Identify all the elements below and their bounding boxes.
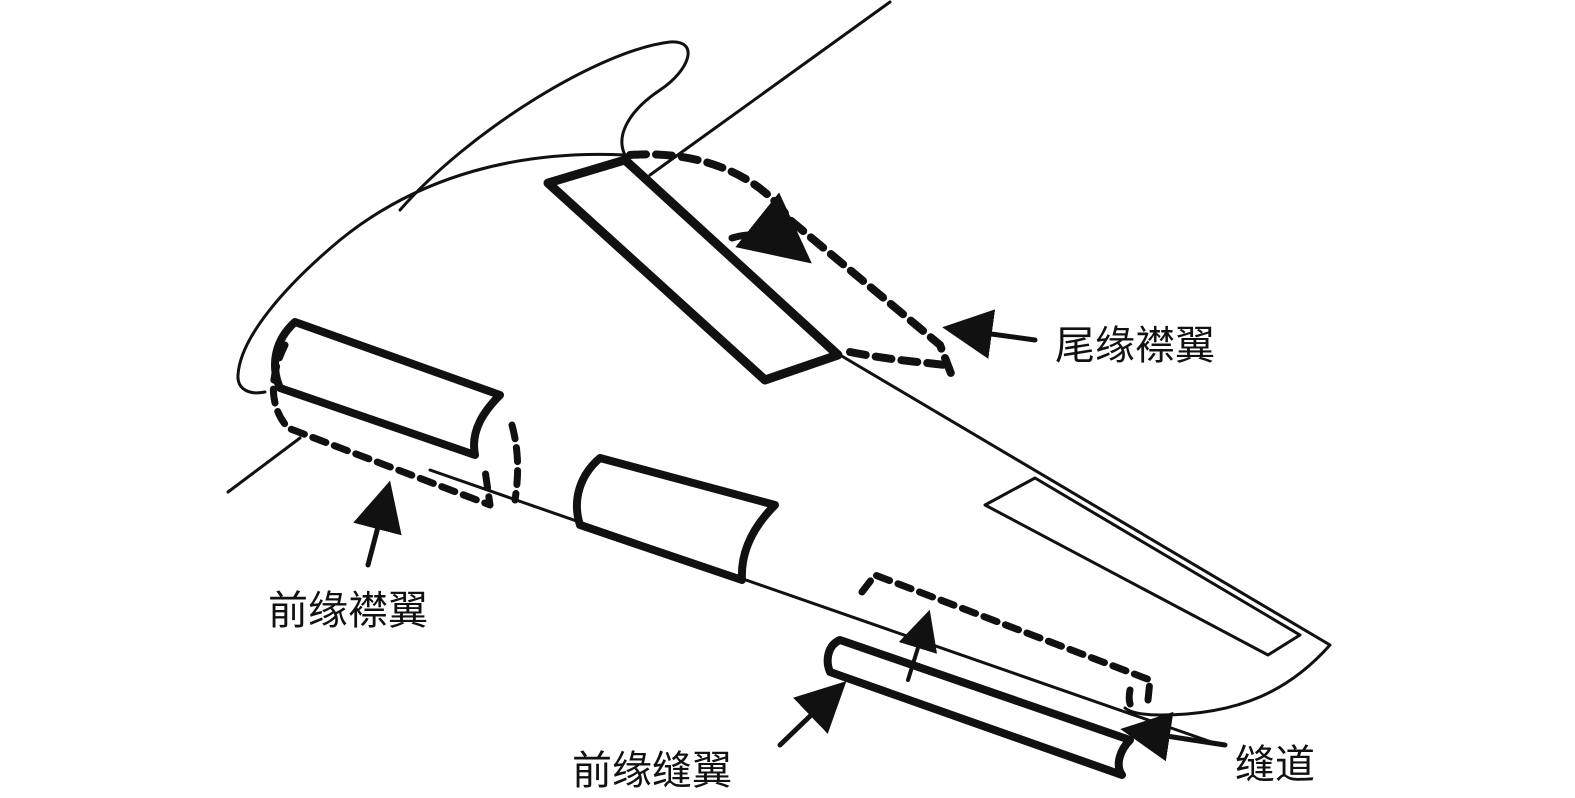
trailing-edge-flap-deflected: [626, 150, 956, 380]
label-trailing-edge-flap: 尾缘襟翼: [1055, 323, 1215, 369]
label-leading-edge-flap: 前缘襟翼: [268, 588, 428, 634]
leading-edge-slat-deployed: [858, 571, 1154, 712]
label-slot: 缝道: [1235, 742, 1315, 788]
label-leading-edge-slat: 前缘缝翼: [572, 748, 732, 794]
aileron: [983, 476, 1302, 657]
root-line-top: [648, 0, 892, 177]
wing-strake: [398, 40, 690, 212]
slat-arrow: [898, 609, 938, 682]
arrow-leading-edge-flap: [353, 480, 402, 568]
flap-rotation-arrow: [728, 192, 812, 264]
root-line-bottom: [226, 436, 302, 494]
arrow-trailing-edge-flap: [942, 309, 1038, 359]
middle-flap-segment: [572, 454, 779, 584]
leading-edge-flap: [271, 318, 504, 459]
arrow-slot: [1120, 711, 1228, 762]
arrow-leading-edge-slat: [777, 681, 847, 748]
trailing-edge-flap: [543, 155, 843, 385]
leading-edge-flap-deflected: [269, 341, 522, 509]
